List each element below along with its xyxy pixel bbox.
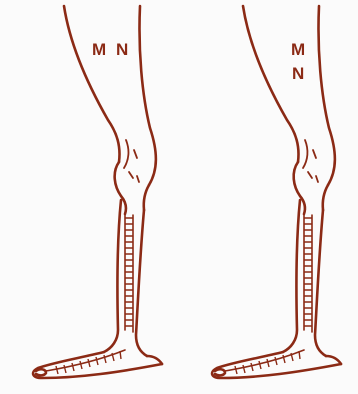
leg-panel-left: M N xyxy=(0,0,179,394)
label-n: N xyxy=(292,64,305,84)
label-m: M xyxy=(291,40,306,60)
label-n: N xyxy=(116,40,129,60)
leg-drawing-left xyxy=(0,0,179,394)
leg-drawing-right xyxy=(179,0,358,394)
leg-panel-right: M N xyxy=(179,0,358,394)
label-m: M xyxy=(92,40,107,60)
